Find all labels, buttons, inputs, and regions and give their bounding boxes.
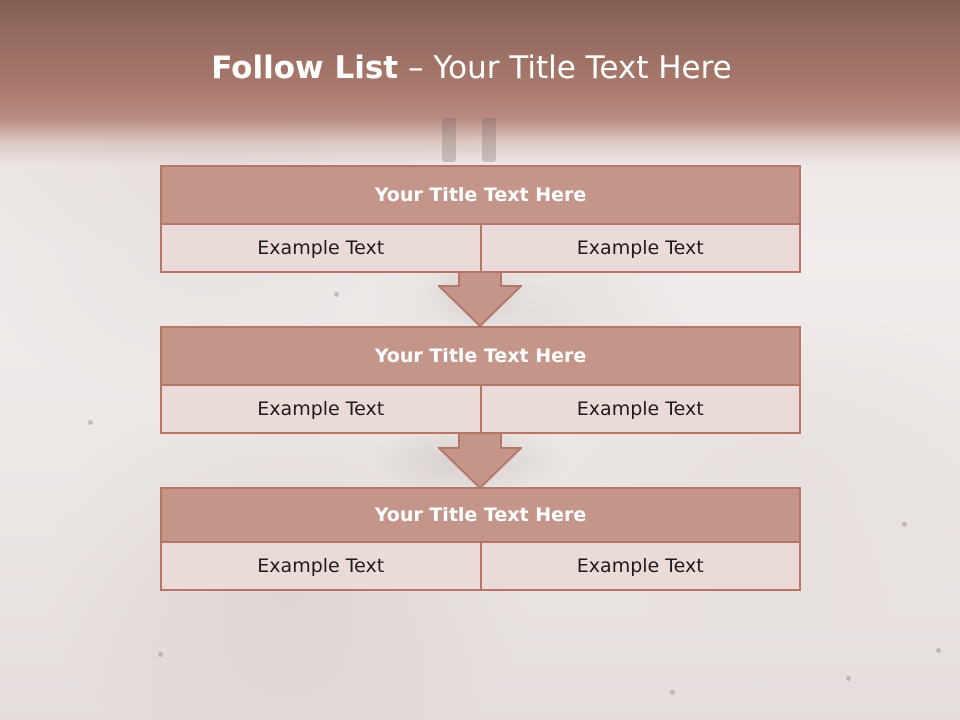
step-right-text: Example Text xyxy=(479,386,799,432)
step-box: Your Title Text Here Example Text Exampl… xyxy=(160,165,801,273)
step-title: Your Title Text Here xyxy=(162,489,799,543)
title-bold: Follow List xyxy=(211,50,399,86)
step-right-text: Example Text xyxy=(479,225,799,271)
step-right-text: Example Text xyxy=(479,543,799,589)
background-speck xyxy=(902,522,907,527)
step-box: Your Title Text Here Example Text Exampl… xyxy=(160,487,801,591)
step-box: Your Title Text Here Example Text Exampl… xyxy=(160,326,801,434)
step-left-text: Example Text xyxy=(162,386,480,432)
background-speck xyxy=(158,652,163,657)
step-row: Example Text Example Text xyxy=(162,543,799,589)
step-left-text: Example Text xyxy=(162,225,480,271)
background-figure xyxy=(438,118,508,166)
title-separator: – xyxy=(407,50,424,86)
down-arrow-icon xyxy=(438,428,522,488)
header-band xyxy=(0,0,960,165)
down-arrow-icon xyxy=(438,266,522,326)
step-row: Example Text Example Text xyxy=(162,386,799,432)
slide-title: Follow List – Your Title Text Here xyxy=(0,50,943,86)
step-title: Your Title Text Here xyxy=(162,167,799,225)
background-speck xyxy=(936,648,941,653)
background-speck xyxy=(88,420,93,425)
background-speck xyxy=(846,676,851,681)
title-rest: Your Title Text Here xyxy=(433,50,732,86)
step-row: Example Text Example Text xyxy=(162,225,799,271)
background-speck xyxy=(670,690,675,695)
step-left-text: Example Text xyxy=(162,543,480,589)
step-title: Your Title Text Here xyxy=(162,328,799,386)
background-speck xyxy=(334,292,339,297)
